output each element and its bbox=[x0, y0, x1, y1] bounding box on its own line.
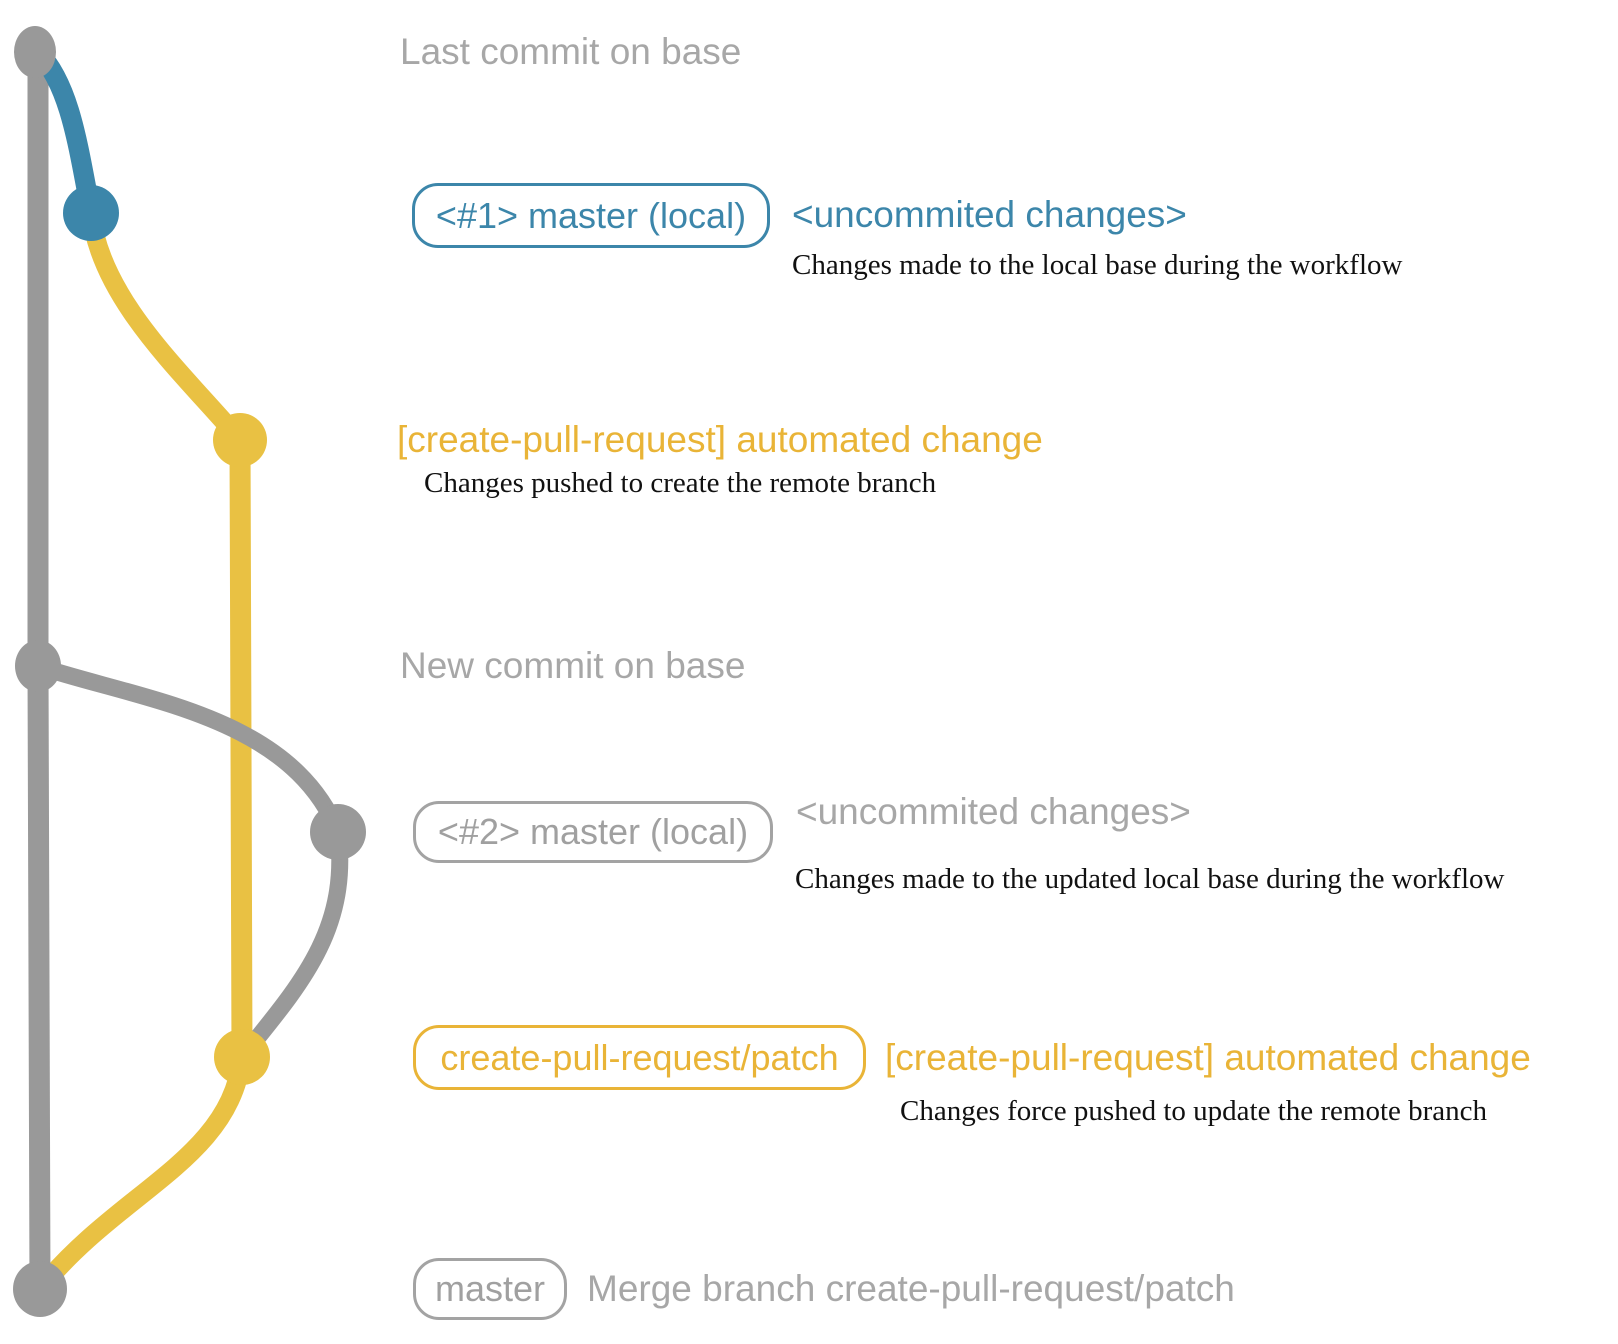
branch-path-cpr-branch-out bbox=[81, 203, 250, 450]
commit-dot-merge bbox=[13, 1261, 67, 1317]
description-local-base-changes-1: Changes made to the local base during th… bbox=[792, 249, 1403, 281]
branch-path-local-master-2-out bbox=[29, 657, 347, 841]
badge-master-local-1: <#1> master (local) bbox=[412, 183, 770, 248]
label-new-commit-on-base: New commit on base bbox=[400, 645, 746, 686]
commit-dot-local-1 bbox=[63, 185, 119, 241]
commit-dot-cpr-2 bbox=[214, 1029, 270, 1085]
badge-master-local-2: <#2> master (local) bbox=[413, 801, 773, 863]
commit-dot-cpr-1 bbox=[213, 413, 267, 467]
branch-path-cpr-merge bbox=[30, 1047, 252, 1299]
label-uncommited-changes-2: <uncommited changes> bbox=[796, 791, 1191, 832]
badge-master: master bbox=[413, 1258, 567, 1320]
description-pushed-create-remote: Changes pushed to create the remote bran… bbox=[424, 467, 937, 499]
branch-path-cpr-vertical bbox=[229, 429, 253, 1068]
label-uncommited-changes-1: <uncommited changes> bbox=[792, 194, 1187, 235]
label-last-commit-on-base: Last commit on base bbox=[400, 31, 742, 72]
commit-dot-last-base bbox=[14, 26, 56, 78]
description-local-base-changes-2: Changes made to the updated local base d… bbox=[795, 863, 1505, 895]
description-force-pushed-update-remote: Changes force pushed to update the remot… bbox=[900, 1095, 1488, 1127]
commit-dot-new-base bbox=[15, 640, 61, 692]
label-automated-change-2: [create-pull-request] automated change bbox=[885, 1037, 1531, 1078]
branch-path-local-master-2-in bbox=[233, 823, 349, 1066]
label-automated-change-1: [create-pull-request] automated change bbox=[397, 419, 1043, 460]
label-merge-branch: Merge branch create-pull-request/patch bbox=[587, 1268, 1235, 1309]
commit-dot-local-2 bbox=[310, 804, 366, 860]
badge-cpr-patch: create-pull-request/patch bbox=[413, 1025, 866, 1090]
